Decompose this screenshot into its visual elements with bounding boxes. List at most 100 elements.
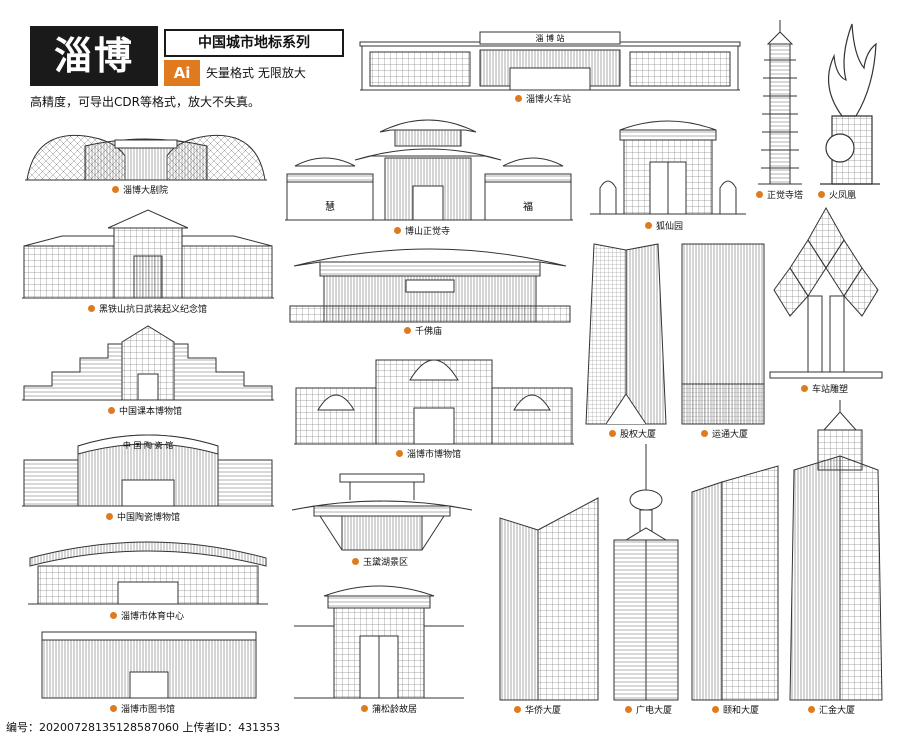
- label-text: 蒲松龄故居: [372, 705, 418, 715]
- label-text: 运通大厦: [712, 430, 749, 440]
- label-text: 火凤凰: [829, 191, 857, 201]
- label-zibo-grand-theatre: 淄博大剧院: [112, 185, 168, 197]
- illustration-huxian-garden: [590, 110, 746, 218]
- bullet-dot: [808, 706, 815, 713]
- label-text: 淄博大剧院: [123, 186, 169, 196]
- bullet-dot: [712, 706, 719, 713]
- title-block: 淄博 中国城市地标系列 Ai 矢量格式 无限放大: [30, 26, 344, 86]
- illustration-boshan-zhengjue-temple: 慧 福: [285, 110, 573, 222]
- label-text: 淄博市体育中心: [121, 612, 185, 622]
- bullet-dot: [609, 430, 616, 437]
- label-yuntong-building: 运通大厦: [701, 429, 748, 441]
- label-zhengjue-pagoda: 正觉寺塔: [756, 190, 803, 202]
- illustration-huaqiao-building: [498, 496, 602, 702]
- bullet-dot: [361, 705, 368, 712]
- label-huaqiao-building: 华侨大厦: [514, 705, 561, 717]
- illustration-qianfo-temple: [290, 236, 570, 324]
- label-text: 颐和大厦: [723, 706, 760, 716]
- label-station-sculpture: 车站雕塑: [801, 384, 848, 396]
- illustration-zibo-library: [40, 630, 258, 700]
- label-text: 股权大厦: [620, 430, 657, 440]
- illustration-textbook-museum: [22, 322, 274, 402]
- label-text: 华侨大厦: [525, 706, 562, 716]
- label-huxian-garden: 狐仙园: [645, 221, 683, 233]
- label-pu-songling-residence: 蒲松龄故居: [361, 704, 417, 716]
- station-sign: 淄 博 站: [535, 33, 564, 43]
- label-yudai-lake: 玉黛湖景区: [352, 557, 408, 569]
- bullet-dot: [394, 227, 401, 234]
- bullet-dot: [645, 222, 652, 229]
- series-title: 中国城市地标系列: [164, 29, 344, 57]
- label-text: 车站雕塑: [812, 385, 849, 395]
- bullet-dot: [801, 385, 808, 392]
- bullet-dot: [514, 706, 521, 713]
- illustration-guangdian-building: [608, 444, 684, 702]
- label-text: 黑铁山抗日武装起义纪念馆: [99, 305, 208, 315]
- label-sports-center: 淄博市体育中心: [110, 611, 184, 623]
- bullet-dot: [701, 430, 708, 437]
- illustration-ceramics-museum: 中 国 陶 瓷 馆: [22, 426, 274, 508]
- label-text: 正觉寺塔: [767, 191, 804, 201]
- bullet-dot: [112, 186, 119, 193]
- bullet-dot: [818, 191, 825, 198]
- label-heitieshan-memorial: 黑铁山抗日武装起义纪念馆: [88, 304, 207, 316]
- label-text: 广电大厦: [636, 706, 673, 716]
- label-huijin-building: 汇金大厦: [808, 705, 855, 717]
- label-zibo-railway-station: 淄博火车站: [515, 94, 571, 106]
- ceramics-sign: 中 国 陶 瓷 馆: [123, 440, 173, 450]
- bullet-dot: [625, 706, 632, 713]
- bullet-dot: [106, 513, 113, 520]
- label-text: 千佛庙: [415, 327, 443, 337]
- label-boshan-zhengjue-temple: 博山正觉寺: [394, 226, 450, 238]
- label-guangdian-building: 广电大厦: [625, 705, 672, 717]
- subtitle: 高精度，可导出CDR等格式，放大不失真。: [30, 95, 260, 109]
- label-zibo-museum: 淄博市博物馆: [396, 449, 461, 461]
- illustration-fire-phoenix: [812, 16, 884, 186]
- temple-left-sign: 慧: [325, 200, 335, 213]
- label-text: 玉黛湖景区: [363, 558, 409, 568]
- label-text: 淄博市博物馆: [407, 450, 462, 460]
- illustration-yili-building: [690, 464, 782, 702]
- bullet-dot: [88, 305, 95, 312]
- illustration-equity-building: [584, 244, 668, 426]
- label-textbook-museum: 中国课本博物馆: [108, 406, 182, 418]
- illustration-yudai-lake: [290, 470, 474, 552]
- bullet-dot: [108, 407, 115, 414]
- bullet-dot: [404, 327, 411, 334]
- illustration-zibo-railway-station: 淄 博 站: [360, 28, 740, 92]
- bullet-dot: [515, 95, 522, 102]
- label-text: 中国课本博物馆: [119, 407, 183, 417]
- label-text: 中国陶瓷博物馆: [117, 513, 181, 523]
- label-qianfo-temple: 千佛庙: [404, 326, 442, 338]
- bullet-dot: [396, 450, 403, 457]
- temple-right-sign: 福: [523, 200, 533, 213]
- label-text: 博山正觉寺: [405, 227, 451, 237]
- label-fire-phoenix: 火凤凰: [818, 190, 856, 202]
- illustration-zhengjue-pagoda: [758, 20, 802, 186]
- footer-bar: [0, 716, 900, 752]
- illustration-yuntong-building: [680, 244, 766, 426]
- label-ceramics-museum: 中国陶瓷博物馆: [106, 512, 180, 524]
- bullet-dot: [756, 191, 763, 198]
- ai-badge: Ai: [164, 60, 200, 86]
- illustration-pu-songling-residence: [294, 576, 464, 700]
- label-text: 淄博市图书馆: [121, 705, 176, 715]
- label-equity-building: 股权大厦: [609, 429, 656, 441]
- bullet-dot: [352, 558, 359, 565]
- illustration-sports-center: [28, 530, 268, 606]
- illustration-station-sculpture: [768, 206, 884, 380]
- illustration-huijin-building: [788, 400, 884, 702]
- bullet-dot: [110, 705, 117, 712]
- illustration-zibo-museum: [294, 340, 574, 446]
- brand-title: 淄博: [30, 26, 158, 86]
- bullet-dot: [110, 612, 117, 619]
- label-text: 汇金大厦: [819, 706, 856, 716]
- format-text: 矢量格式 无限放大: [206, 66, 306, 80]
- label-text: 狐仙园: [656, 222, 684, 232]
- label-text: 淄博火车站: [526, 95, 572, 105]
- illustration-heitieshan-memorial: [22, 206, 274, 300]
- label-yili-building: 颐和大厦: [712, 705, 759, 717]
- illustration-zibo-grand-theatre: [25, 126, 267, 182]
- footer-id-text: 编号：20200728135128587060 上传者ID：431353: [6, 721, 281, 734]
- label-zibo-library: 淄博市图书馆: [110, 704, 175, 716]
